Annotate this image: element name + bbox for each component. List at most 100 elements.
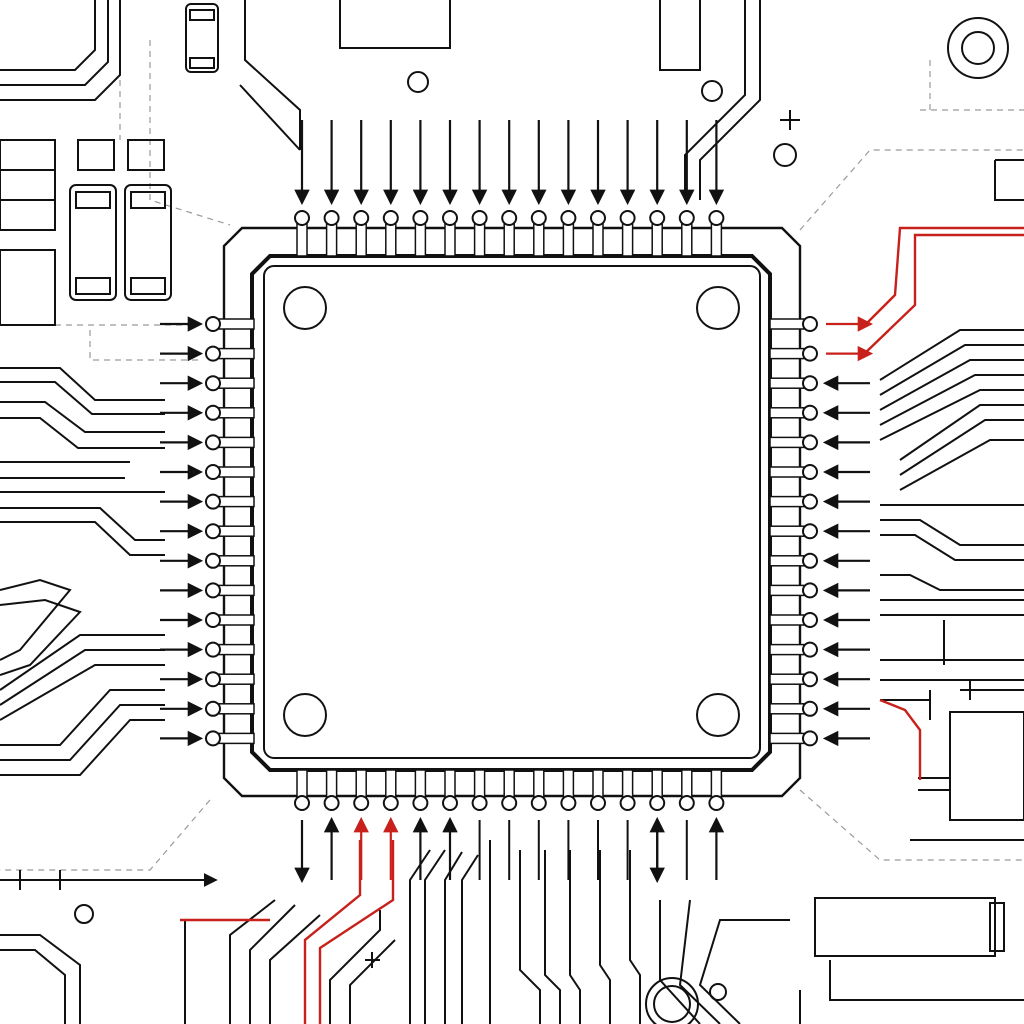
top-right-region bbox=[339, 0, 1024, 201]
round-pin-pad-icon bbox=[802, 582, 818, 599]
round-pin-pad-icon bbox=[530, 210, 547, 226]
round-pin-pad-icon bbox=[501, 210, 518, 226]
pin-left-13 bbox=[160, 671, 255, 688]
round-pin-pad-icon bbox=[802, 612, 818, 628]
round-pin-pad-icon bbox=[530, 795, 547, 811]
pin-right-11 bbox=[769, 612, 870, 628]
round-pin-pad-icon bbox=[442, 210, 458, 226]
chip-pins bbox=[160, 120, 874, 884]
pin-top-15 bbox=[708, 120, 725, 257]
round-pin-pad-icon bbox=[205, 552, 221, 569]
pin-top-10 bbox=[560, 120, 577, 257]
round-pin-pad-icon bbox=[205, 345, 221, 362]
pin-bottom-3 bbox=[353, 769, 370, 880]
pin-right-10 bbox=[769, 582, 870, 599]
round-pin-pad-icon bbox=[560, 795, 577, 811]
round-pin-pad-icon bbox=[471, 210, 488, 226]
round-pin-pad-icon bbox=[471, 795, 488, 811]
round-pin-pad-icon bbox=[590, 210, 606, 226]
left-traces bbox=[0, 367, 218, 1024]
pin-top-1 bbox=[294, 120, 310, 257]
pin-top-4 bbox=[382, 120, 399, 257]
pin-top-6 bbox=[442, 120, 458, 257]
pin-bottom-15 bbox=[708, 769, 725, 880]
pin-right-8 bbox=[769, 523, 870, 540]
round-pin-pad-icon bbox=[708, 210, 725, 226]
pin-top-9 bbox=[530, 120, 547, 257]
round-pin-pad-icon bbox=[205, 641, 221, 658]
pin-right-14 bbox=[769, 700, 870, 717]
pin-right-2 bbox=[769, 345, 874, 362]
pin-right-4 bbox=[769, 404, 870, 421]
pin-bottom-12 bbox=[619, 769, 636, 880]
pin-right-7 bbox=[769, 493, 870, 510]
round-pin-pad-icon bbox=[353, 795, 370, 811]
pin-bottom-1 bbox=[294, 769, 310, 884]
round-pin-pad-icon bbox=[205, 523, 221, 540]
round-pin-pad-icon bbox=[590, 795, 606, 811]
round-pin-pad-icon bbox=[412, 210, 429, 226]
pin-bottom-11 bbox=[590, 769, 606, 880]
round-pin-pad-icon bbox=[205, 612, 221, 628]
round-pin-pad-icon bbox=[802, 730, 818, 747]
round-pin-pad-icon bbox=[802, 464, 818, 480]
bottom-traces bbox=[184, 840, 790, 1024]
pin-left-7 bbox=[160, 493, 255, 510]
round-pin-pad-icon bbox=[802, 404, 818, 421]
pin-right-12 bbox=[769, 641, 870, 658]
smd-component-icon bbox=[124, 184, 172, 301]
pin-left-1 bbox=[160, 316, 255, 332]
round-pin-pad-icon bbox=[205, 700, 221, 717]
pin-right-13 bbox=[769, 671, 870, 688]
pin-top-14 bbox=[678, 120, 695, 257]
round-pin-pad-icon bbox=[802, 375, 818, 392]
pin-top-5 bbox=[412, 120, 429, 257]
pin-left-10 bbox=[160, 582, 255, 599]
pin-top-13 bbox=[649, 120, 666, 257]
round-pin-pad-icon bbox=[802, 345, 818, 362]
mounting-hole-icon bbox=[283, 286, 740, 737]
round-pin-pad-icon bbox=[294, 210, 310, 226]
round-pin-pad-icon bbox=[442, 795, 458, 811]
round-pin-pad-icon bbox=[619, 210, 636, 226]
top-left-region bbox=[0, 0, 301, 326]
pin-top-11 bbox=[590, 120, 606, 257]
round-pin-pad-icon bbox=[802, 700, 818, 717]
pin-bottom-13 bbox=[649, 769, 666, 884]
pin-bottom-14 bbox=[678, 769, 695, 880]
round-pin-pad-icon bbox=[649, 795, 666, 811]
round-pin-pad-icon bbox=[205, 730, 221, 747]
round-pin-pad-icon bbox=[619, 795, 636, 811]
round-pin-pad-icon bbox=[323, 210, 340, 226]
pin-right-6 bbox=[769, 464, 870, 480]
pin-left-11 bbox=[160, 612, 255, 628]
round-pin-pad-icon bbox=[205, 404, 221, 421]
round-pin-pad-icon bbox=[802, 552, 818, 569]
pin-left-14 bbox=[160, 700, 255, 717]
pin-left-9 bbox=[160, 552, 255, 569]
round-pin-pad-icon bbox=[560, 210, 577, 226]
pin-right-15 bbox=[769, 730, 870, 747]
pin-right-9 bbox=[769, 552, 870, 569]
chip-die bbox=[263, 265, 761, 759]
round-pin-pad-icon bbox=[205, 316, 221, 332]
round-pin-pad-icon bbox=[802, 316, 818, 332]
mounting-hole-icon bbox=[947, 17, 1009, 79]
round-pin-pad-icon bbox=[412, 795, 429, 811]
pin-left-3 bbox=[160, 375, 255, 392]
round-pin-pad-icon bbox=[205, 464, 221, 480]
pin-bottom-8 bbox=[501, 769, 518, 880]
pin-bottom-7 bbox=[471, 769, 488, 880]
pin-left-8 bbox=[160, 523, 255, 540]
pin-left-15 bbox=[160, 730, 255, 747]
round-pin-pad-icon bbox=[678, 795, 695, 811]
round-pin-pad-icon bbox=[802, 641, 818, 658]
pin-right-1 bbox=[769, 316, 874, 332]
pin-top-12 bbox=[619, 120, 636, 257]
round-pin-pad-icon bbox=[205, 493, 221, 510]
pin-bottom-2 bbox=[323, 769, 340, 880]
pin-right-3 bbox=[769, 375, 870, 392]
smd-component-icon bbox=[69, 184, 117, 301]
highlighted-traces bbox=[180, 226, 1024, 1024]
pin-right-5 bbox=[769, 434, 870, 451]
